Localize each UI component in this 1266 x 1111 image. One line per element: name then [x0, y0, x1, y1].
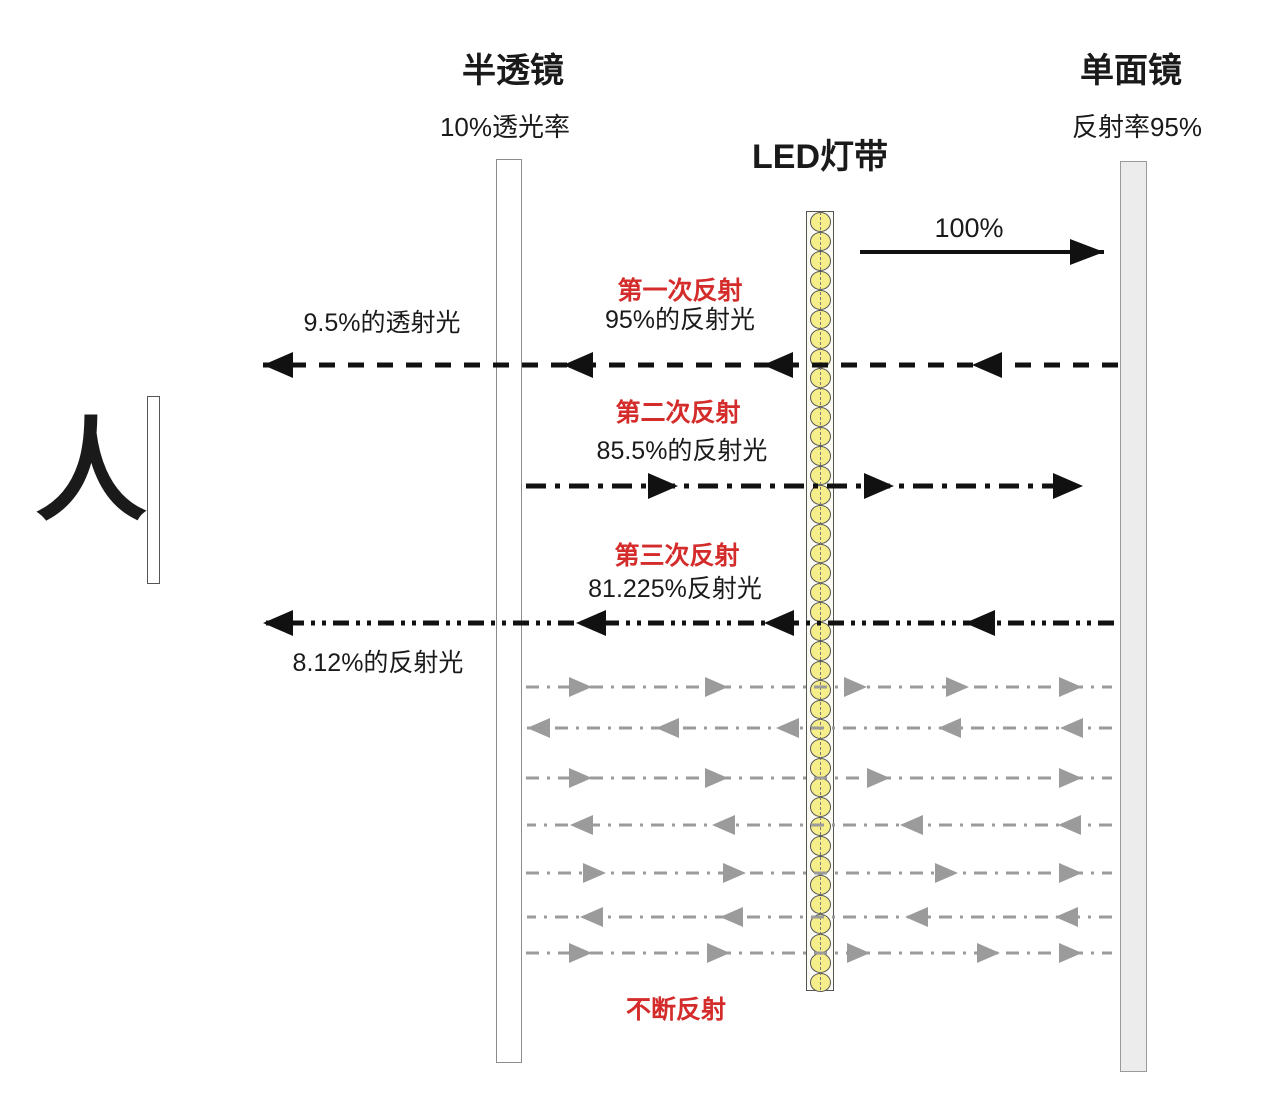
ray-third-reflection-arrowhead [965, 610, 995, 636]
gray-ray-4-arrowhead [712, 815, 735, 835]
person-character: 人 [35, 409, 147, 534]
gray-ray-3-arrowhead [705, 768, 728, 788]
second-reflection-title: 第二次反射 [615, 399, 741, 427]
gray-ray-5-arrowhead [1059, 863, 1082, 883]
gray-ray-3-arrowhead [867, 768, 890, 788]
oneway-mirror-reflectance-label: 反射率95% [1071, 112, 1203, 142]
incident-percent-label: 100% [934, 213, 1004, 243]
gray-ray-7-arrowhead [1059, 943, 1082, 963]
gray-ray-2-arrowhead [1060, 718, 1083, 738]
gray-ray-4-arrowhead [900, 815, 923, 835]
gray-ray-6-arrowhead [1055, 907, 1078, 927]
ray-first-reflection-arrowhead [563, 352, 593, 378]
led-strip [806, 211, 834, 992]
ray-first-reflection [263, 352, 1118, 378]
first-reflection-title: 第一次反射 [617, 277, 743, 305]
gray-ray-1-arrowhead [569, 677, 592, 697]
gray-ray-6-arrowhead [720, 907, 743, 927]
gray-ray-7-arrowhead [707, 943, 730, 963]
incident-ray-100-arrowhead [1070, 239, 1104, 265]
ray-second-reflection-arrowhead [648, 473, 678, 499]
led-strip-title: LED灯带 [752, 138, 888, 176]
gray-ray-4-arrowhead [1058, 815, 1081, 835]
ray-third-reflection-arrowhead [576, 610, 606, 636]
gray-ray-4-arrowhead [570, 815, 593, 835]
gray-ray-2-arrowhead [656, 718, 679, 738]
gray-ray-7-arrowhead [569, 943, 592, 963]
third-transmitted-percent: 8.12%的反射光 [292, 649, 464, 677]
gray-ray-5-arrowhead [935, 863, 958, 883]
person-side-glass-bar [147, 396, 160, 584]
gray-ray-6-arrowhead [905, 907, 928, 927]
ray-third-reflection [263, 610, 1114, 636]
endless-reflection-label: 不断反射 [625, 996, 726, 1024]
gray-ray-1-arrowhead [946, 677, 969, 697]
third-reflection-title: 第三次反射 [614, 542, 740, 570]
third-reflection-percent: 81.225%反射光 [588, 575, 762, 603]
gray-ray-2-arrowhead [938, 718, 961, 738]
ray-first-reflection-arrowhead [263, 352, 293, 378]
half-mirror-title: 半透镜 [462, 52, 564, 90]
gray-ray-2-arrowhead [776, 718, 799, 738]
gray-ray-1-arrowhead [1059, 677, 1082, 697]
gray-ray-3-arrowhead [569, 768, 592, 788]
half-mirror-bar [496, 159, 522, 1063]
gray-ray-2-arrowhead [527, 718, 550, 738]
ray-first-reflection-arrowhead [763, 352, 793, 378]
ray-second-reflection-arrowhead [864, 473, 894, 499]
ray-second-reflection-arrowhead [1053, 473, 1083, 499]
first-reflection-percent: 95%的反射光 [604, 306, 756, 334]
gray-ray-6-arrowhead [580, 907, 603, 927]
gray-ray-5-arrowhead [723, 863, 746, 883]
gray-ray-7-arrowhead [977, 943, 1000, 963]
led-strip-center-line [820, 212, 821, 990]
ray-third-reflection-arrowhead [764, 610, 794, 636]
second-reflection-percent: 85.5%的反射光 [596, 437, 768, 465]
half-mirror-transmittance-label: 10%透光率 [439, 112, 571, 142]
oneway-mirror-bar [1120, 161, 1147, 1072]
gray-ray-5-arrowhead [583, 863, 606, 883]
ray-second-reflection [526, 473, 1083, 499]
gray-ray-1-arrowhead [844, 677, 867, 697]
oneway-mirror-title: 单面镜 [1080, 52, 1182, 90]
ray-first-reflection-arrowhead [972, 352, 1002, 378]
ray-third-reflection-arrowhead [263, 610, 293, 636]
gray-ray-3-arrowhead [1059, 768, 1082, 788]
gray-ray-7-arrowhead [847, 943, 870, 963]
first-transmitted-percent: 9.5%的透射光 [303, 309, 461, 337]
gray-ray-1-arrowhead [705, 677, 728, 697]
